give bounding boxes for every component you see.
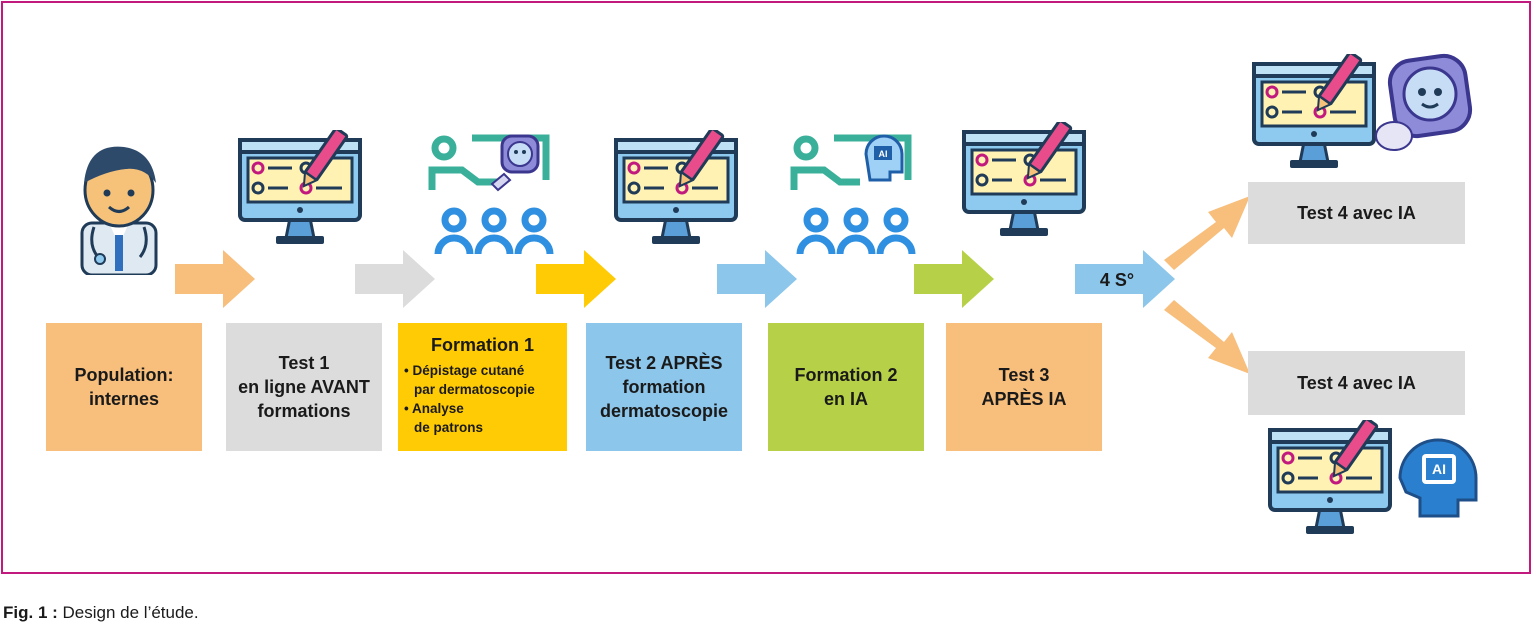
svg-text:AI: AI (879, 149, 888, 159)
bullet-item: • Analyse (404, 401, 464, 416)
figure-frame (1, 1, 1531, 574)
computer-test-icon (614, 130, 738, 246)
step-title: Formation 1 (430, 335, 534, 355)
step-line: formations (257, 401, 351, 421)
step-test-2: Test 2 APRÈS formation dermatoscopie (586, 323, 742, 451)
step-test-3: Test 3 APRÈS IA (946, 323, 1102, 451)
caption-label: Fig. 1 : (3, 603, 58, 622)
step-line: en ligne AVANT (238, 377, 370, 397)
outcome-test-4-ai: Test 4 avec IA (1248, 351, 1465, 415)
branch-arrow-down (1164, 300, 1250, 374)
flow-arrow (914, 250, 994, 308)
step-line: Population: (74, 365, 174, 385)
computer-test-icon (962, 122, 1086, 238)
doctor-icon (80, 146, 158, 275)
step-population: Population: internes (46, 323, 202, 451)
step-formation-1: Formation 1 • Dépistage cutané par derma… (398, 323, 567, 451)
computer-test-icon (238, 130, 362, 246)
bullet-text-cont: de patrons (414, 420, 484, 435)
outcome-test-4-robot: Test 4 avec IA (1248, 182, 1465, 244)
flow-arrow (717, 250, 797, 308)
ai-head-icon: AI (1398, 438, 1478, 518)
caption-text: Design de l’étude. (62, 603, 199, 622)
step-line: Test 3 (998, 365, 1050, 385)
step-line: Test 2 APRÈS (605, 353, 723, 373)
step-line: APRÈS IA (981, 389, 1067, 409)
step-formation-2: Formation 2 en IA (768, 323, 924, 451)
step-line: Formation 2 (794, 365, 898, 385)
step-line: Test 1 (278, 353, 330, 373)
flow-arrow (536, 250, 616, 308)
ai-teaching-icon: AI (788, 130, 928, 260)
computer-test-icon (1268, 420, 1392, 536)
flow-arrow (355, 250, 435, 308)
bullet-text: Analyse (411, 401, 464, 416)
svg-text:AI: AI (1432, 461, 1446, 477)
bullet-text: Dépistage cutané (412, 363, 525, 378)
step-line: formation (622, 377, 706, 397)
computer-test-icon (1252, 54, 1376, 170)
step-line: dermatoscopie (599, 401, 729, 421)
step-line: internes (88, 389, 160, 409)
figure-caption: Fig. 1 : Design de l’étude. (3, 603, 199, 623)
wait-label: 4 S° (1099, 269, 1135, 290)
bullet-item: • Dépistage cutané (404, 363, 525, 378)
robot-icon (1375, 53, 1473, 151)
branch-arrow-up (1164, 196, 1250, 270)
bullet-text-cont: par dermatoscopie (414, 382, 535, 397)
wait-arrow (1075, 250, 1175, 308)
step-line: en IA (823, 389, 868, 409)
robot-teaching-icon (426, 134, 566, 260)
flow-arrow (175, 250, 255, 308)
step-test-1: Test 1 en ligne AVANT formations (226, 323, 382, 451)
